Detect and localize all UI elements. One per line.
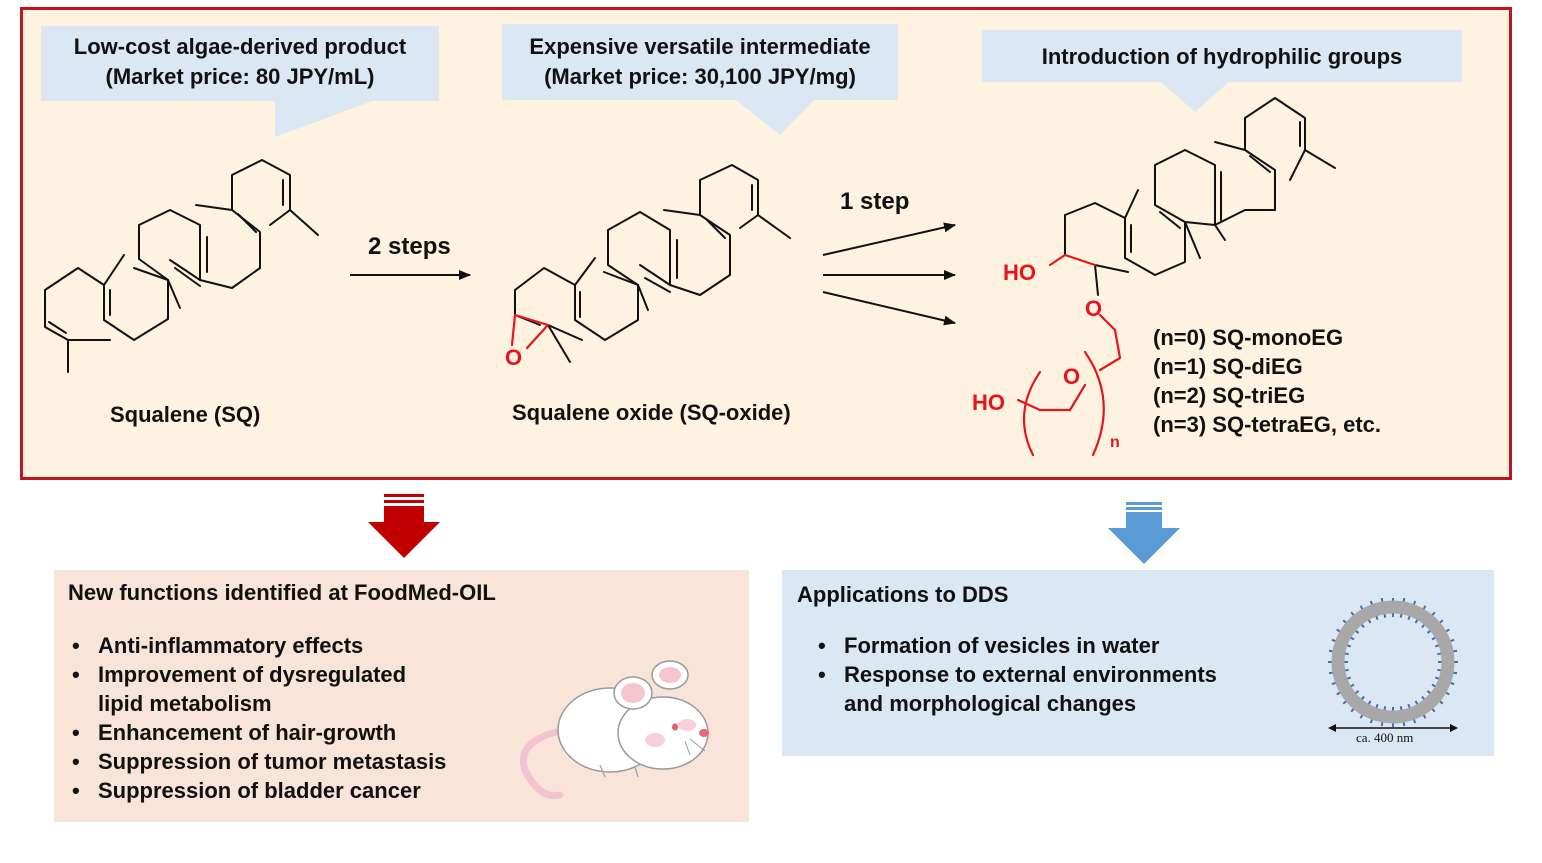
list-item: • Enhancement of hair-growth [68,718,446,747]
list-item: • Suppression of tumor metastasis [68,747,446,776]
callout-right-line1: Introduction of hydrophilic groups [1041,44,1403,69]
bullet-icon: • [72,778,80,803]
sq-eg-structure [1064,97,1336,296]
callout-middle: Expensive versatile intermediate (Market… [502,32,898,92]
down-arrow-blue-icon [1108,502,1180,564]
functions-panel-title: New functions identified at FoodMed-OIL [68,580,496,605]
callout-middle-line2: (Market price: 30,100 JPY/mg) [544,64,856,89]
down-arrow-red-icon [368,494,440,558]
squalene-structure [44,159,319,373]
list-item: • Formation of vesicles in water [814,631,1217,660]
bullet-icon: • [72,662,80,687]
callout-left-bg [41,26,439,101]
two-steps-label: 2 steps [368,233,451,260]
bullet-icon: • [72,720,80,745]
ether-oxygen-upper: O [1085,296,1103,321]
list-item-text: Suppression of bladder cancer [98,778,421,803]
squalene-oxide-label: Squalene oxide (SQ-oxide) [512,400,791,425]
series-item: (n=0) SQ-monoEG [1153,325,1344,350]
series-item: (n=1) SQ-diEG [1153,354,1303,379]
list-item-text: Anti-inflammatory effects [98,633,364,658]
callout-middle-tail [735,99,815,135]
vesicle-icon [1328,598,1458,732]
squalene-label: Squalene (SQ) [110,402,261,427]
series-item: (n=3) SQ-tetraEG, etc. [1153,412,1382,437]
callout-middle-bg [502,24,898,100]
list-item-text: Enhancement of hair-growth [98,720,397,745]
mouse-icon [520,660,709,800]
functions-list: • Anti-inflammatory effects • Improvement … [68,631,446,805]
callout-left-tail [275,100,375,137]
epoxide-ring [510,313,550,350]
callout-left-line2: (Market price: 80 JPY/mL) [105,64,375,89]
hydroxyl-top: HO [1003,260,1036,285]
squalene-oxide-structure [514,164,791,363]
list-item-text: Formation of vesicles in water [844,633,1160,658]
vesicle-scale-label: ca. 400 nm [1356,730,1414,745]
bullet-icon: • [818,633,826,658]
derivative-series: (n=0) SQ-monoEG (n=1) SQ-diEG (n=2) SQ-t… [1153,323,1381,439]
dds-panel [782,570,1494,756]
list-item-continuation: lipid metabolism [98,691,272,716]
list-item-text: Response to external environments [844,662,1217,687]
callout-right-bg [982,30,1462,82]
dds-panel-title: Applications to DDS [797,582,1009,607]
list-item: • Improvement of dysregulated lipid metabo… [68,660,446,718]
hydroxyl-bottom: HO [972,390,1005,415]
list-item-text: Improvement of dysregulated [98,662,407,687]
dds-list: • Formation of vesicles in water • Respons… [814,631,1217,718]
list-item: • Anti-inflammatory effects [68,631,446,660]
list-item: • Suppression of bladder cancer [68,776,446,805]
list-item-continuation: and morphological changes [844,691,1137,716]
one-step-label: 1 step [840,188,910,215]
bullet-icon: • [72,633,80,658]
repeat-subscript: n [1110,434,1120,451]
ether-oxygen-lower: O [1063,364,1081,389]
arrow-one-step-upper [822,222,956,256]
series-item: (n=2) SQ-triEG [1153,383,1306,408]
epoxide-oxygen: O [505,345,523,370]
list-item-text: Suppression of tumor metastasis [98,749,447,774]
arrow-one-step-lower [822,291,956,326]
sq-eg-hydrophilic [1016,253,1122,457]
callout-right: Introduction of hydrophilic groups [982,42,1462,72]
callout-middle-line1: Expensive versatile intermediate [529,34,871,59]
bullet-icon: • [818,662,826,687]
callout-left-line1: Low-cost algae-derived product [73,34,407,59]
reaction-arrows [350,222,956,326]
callout-right-tail [1160,81,1230,112]
list-item: • Response to external environments and mo… [814,660,1217,718]
bullet-icon: • [72,749,80,774]
callout-left: Low-cost algae-derived product (Market p… [41,32,439,92]
